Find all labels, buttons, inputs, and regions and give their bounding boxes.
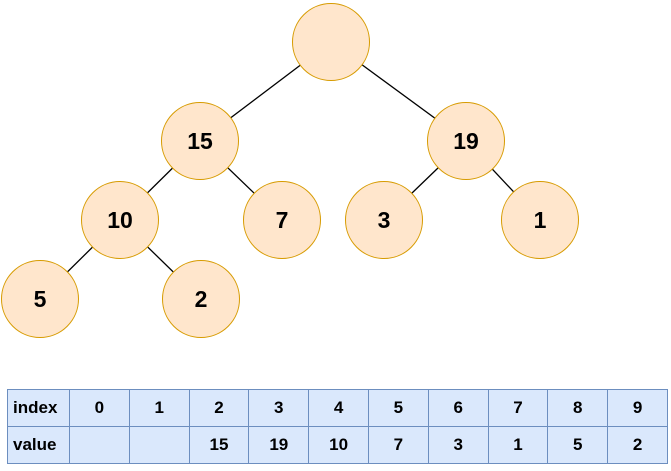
index-cell-1: 1 xyxy=(128,389,190,427)
index-cell-0: 0 xyxy=(69,389,130,427)
value-cell-6: 3 xyxy=(427,426,489,464)
value-row-header: value xyxy=(7,426,70,464)
index-cell-4: 4 xyxy=(308,389,369,427)
value-cell-1 xyxy=(128,426,190,464)
array-table: index 0 1 2 3 4 5 6 7 8 9 value 15 19 10… xyxy=(7,389,668,464)
tree-node-7: 7 xyxy=(243,181,321,259)
index-cell-5: 5 xyxy=(367,389,429,427)
tree-node-7-label: 7 xyxy=(275,206,289,233)
table-row-index: index 0 1 2 3 4 5 6 7 8 9 xyxy=(7,389,668,427)
index-cell-6: 6 xyxy=(427,389,489,427)
tree-node-19-label: 19 xyxy=(453,127,479,154)
tree-node-root xyxy=(292,3,370,81)
value-cell-9: 2 xyxy=(607,426,668,464)
index-cell-7: 7 xyxy=(487,389,549,427)
index-cell-9: 9 xyxy=(607,389,668,427)
tree-node-5-label: 5 xyxy=(33,285,47,312)
tree-node-3-label: 3 xyxy=(377,206,391,233)
value-cell-4: 10 xyxy=(308,426,369,464)
value-cell-5: 7 xyxy=(367,426,429,464)
index-row-header: index xyxy=(7,389,70,427)
tree-node-10: 10 xyxy=(81,181,159,259)
tree-node-19: 19 xyxy=(427,102,505,180)
tree-node-1-label: 1 xyxy=(533,206,547,233)
value-cell-0 xyxy=(69,426,130,464)
tree-node-2-label: 2 xyxy=(194,285,208,312)
index-cell-8: 8 xyxy=(547,389,609,427)
table-row-value: value 15 19 10 7 3 1 5 2 xyxy=(7,426,668,464)
tree-node-2: 2 xyxy=(162,260,240,338)
value-cell-7: 1 xyxy=(487,426,549,464)
tree-node-15-label: 15 xyxy=(187,127,213,154)
tree-node-3: 3 xyxy=(345,181,423,259)
tree-node-10-label: 10 xyxy=(107,206,133,233)
index-cell-3: 3 xyxy=(248,389,310,427)
tree-node-5: 5 xyxy=(1,260,79,338)
tree-node-15: 15 xyxy=(161,102,239,180)
index-cell-2: 2 xyxy=(188,389,250,427)
value-cell-8: 5 xyxy=(547,426,609,464)
value-cell-2: 15 xyxy=(188,426,250,464)
value-cell-3: 19 xyxy=(248,426,310,464)
tree-node-1: 1 xyxy=(501,181,579,259)
